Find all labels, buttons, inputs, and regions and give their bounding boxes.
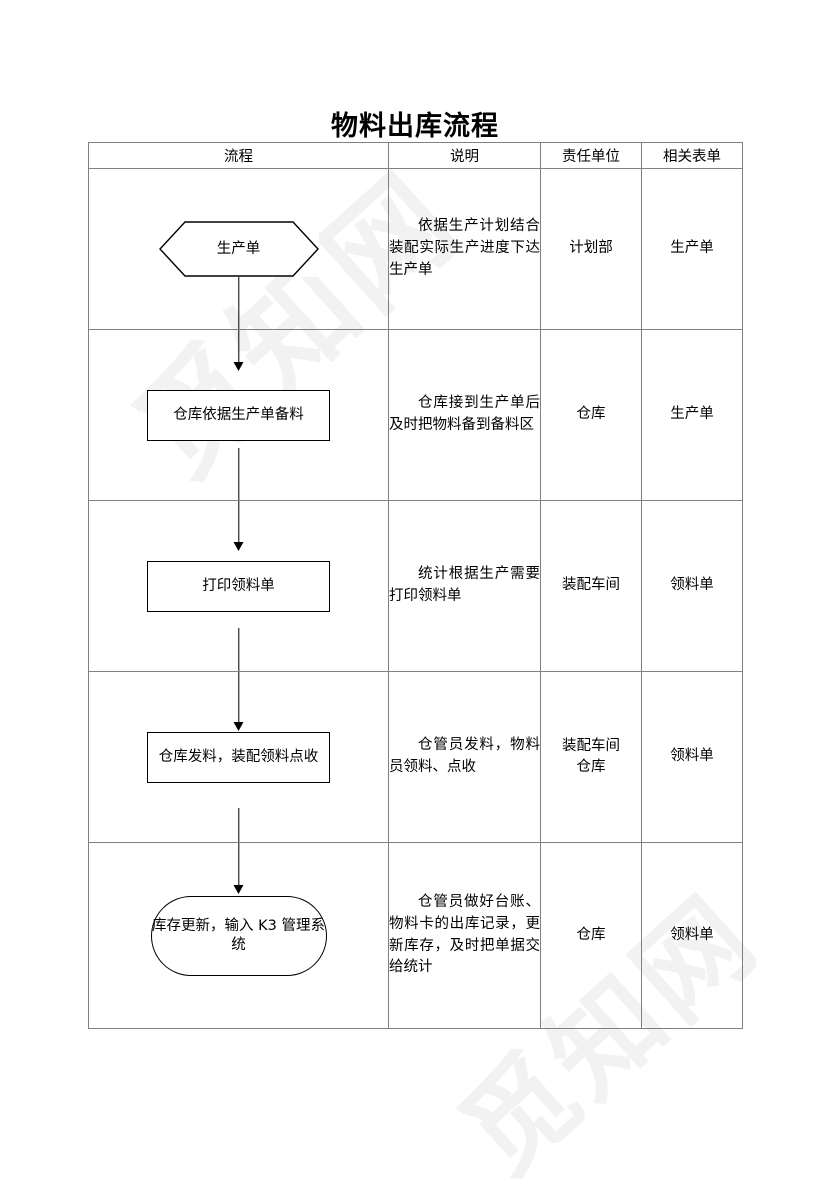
table-row: 库存更新，输入 K3 管理系统 仓管员做好台账、物料卡的出库记录，更新库存，及时… (88, 842, 743, 1029)
flow-label-4: 仓库发料，装配领料点收 (158, 748, 319, 765)
description-cell-5: 仓管员做好台账、物料卡的出库记录，更新库存，及时把单据交给统计 (388, 842, 541, 1029)
form-cell-5: 领料单 (641, 842, 743, 1029)
form-cell-1: 生产单 (641, 168, 743, 330)
table-row: 生产单 依据生产计划结合装配实际生产进度下达生产单 计划部 生产单 (88, 168, 743, 330)
column-header-flow: 流程 (88, 142, 389, 169)
form-cell-2: 生产单 (641, 329, 743, 501)
flow-cell-1: 生产单 (88, 168, 389, 330)
table-header-row: 流程 说明 责任单位 相关表单 (88, 142, 743, 169)
flow-shape-rect-2: 仓库依据生产单备料 (147, 389, 330, 441)
description-cell-1: 依据生产计划结合装配实际生产进度下达生产单 (388, 168, 541, 330)
unit-cell-5: 仓库 (540, 842, 642, 1029)
page-title: 物料出库流程 (331, 111, 499, 142)
flow-shape-rect-3: 打印领料单 (147, 560, 330, 612)
flow-cell-2: 仓库依据生产单备料 (88, 329, 389, 501)
table-row: 仓库依据生产单备料 仓库接到生产单后及时把物料备到备料区 仓库 生产单 (88, 329, 743, 501)
flow-cell-3: 打印领料单 (88, 500, 389, 672)
flow-label-5: 库存更新，输入 K3 管理系统 (152, 917, 325, 953)
unit-cell-1: 计划部 (540, 168, 642, 330)
unit-cell-2: 仓库 (540, 329, 642, 501)
table-row: 仓库发料，装配领料点收 仓管员发料，物料员领料、点收 装配车间 仓库 领料单 (88, 671, 743, 843)
document-page: 觅知网 觅知网 物料出库流程 流程 说明 责任单位 相关表单 (88, 111, 782, 1200)
flow-label-1: 生产单 (216, 240, 261, 257)
column-header-responsible-unit: 责任单位 (540, 142, 642, 169)
flow-cell-4: 仓库发料，装配领料点收 (88, 671, 389, 843)
form-cell-4: 领料单 (641, 671, 743, 843)
flow-shape-rounded-5: 库存更新，输入 K3 管理系统 (150, 895, 327, 976)
flow-label-3: 打印领料单 (202, 577, 275, 594)
unit-cell-3: 装配车间 (540, 500, 642, 672)
flow-shape-hexagon-1: 生产单 (158, 221, 319, 277)
column-header-related-form: 相关表单 (641, 142, 743, 169)
column-header-description: 说明 (388, 142, 541, 169)
table-row: 打印领料单 统计根据生产需要打印领料单 装配车间 领料单 (88, 500, 743, 672)
form-cell-3: 领料单 (641, 500, 743, 672)
description-cell-4: 仓管员发料，物料员领料、点收 (388, 671, 541, 843)
flow-cell-5: 库存更新，输入 K3 管理系统 (88, 842, 389, 1029)
process-flow-table: 流程 说明 责任单位 相关表单 生产单 (88, 142, 743, 1029)
unit-cell-4: 装配车间 仓库 (540, 671, 642, 843)
description-cell-3: 统计根据生产需要打印领料单 (388, 500, 541, 672)
description-cell-2: 仓库接到生产单后及时把物料备到备料区 (388, 329, 541, 501)
flow-label-2: 仓库依据生产单备料 (173, 406, 304, 423)
flow-shape-rect-4: 仓库发料，装配领料点收 (147, 731, 330, 783)
